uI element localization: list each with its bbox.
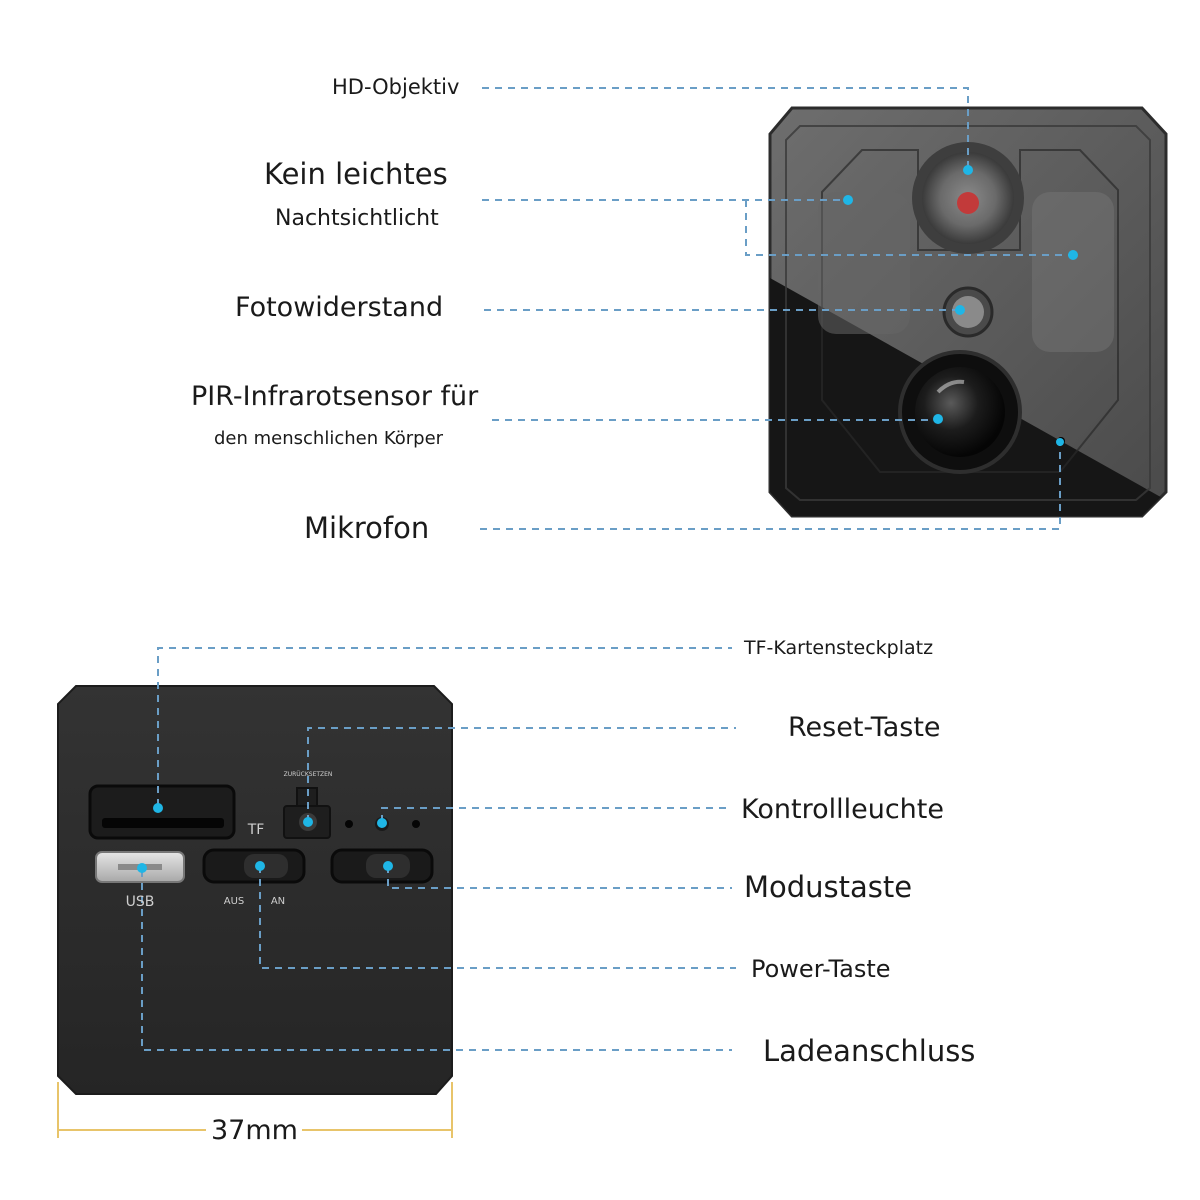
power-switch-knob — [244, 854, 288, 878]
dot-night-light-2 — [1068, 250, 1078, 260]
label-hd-lens: HD-Objektiv — [332, 75, 460, 99]
front-leader-lines — [480, 87, 1073, 530]
label-charging-port: Ladeanschluss — [763, 1034, 976, 1068]
label-tf-slot: TF-Kartensteckplatz — [744, 637, 934, 659]
dot-tf-slot — [153, 803, 163, 813]
dot-power — [255, 861, 265, 871]
dot-mode — [383, 861, 393, 871]
hd-lens-red — [957, 192, 979, 214]
label-pir-line1: PIR-Infrarotsensor für — [191, 381, 479, 412]
label-photoresistor: Fotowiderstand — [235, 292, 444, 323]
leader-indicator — [381, 807, 732, 822]
dot-charging — [137, 863, 147, 873]
back-dots — [137, 803, 393, 873]
leader-hd-lens — [482, 87, 969, 170]
label-indicator-light: Kontrollleuchte — [741, 794, 944, 825]
label-no-light-line2: Nachtsichtlicht — [275, 206, 439, 231]
leader-tf-slot — [157, 647, 732, 806]
back-leader-lines — [141, 647, 736, 1051]
label-no-light-line1: Kein leichtes — [264, 157, 448, 191]
dot-indicator — [377, 818, 387, 828]
right-window — [1032, 192, 1114, 352]
device-reset-text: ZURÜCKSETZEN — [284, 771, 333, 778]
leader-microphone — [480, 442, 1061, 530]
leader-power — [259, 866, 736, 969]
dot-photoresistor — [955, 305, 965, 315]
leader-night-light-2 — [745, 200, 1073, 256]
back-view-camera — [57, 685, 453, 1095]
dimension-label: 37mm — [211, 1115, 298, 1146]
front-view-camera — [768, 106, 1168, 518]
dot-microphone — [1056, 438, 1064, 446]
pir-dome — [915, 367, 1005, 457]
dot-pir — [933, 414, 943, 424]
label-pir-line2: den menschlichen Körper — [214, 428, 444, 449]
front-dots — [843, 165, 1078, 446]
device-usb-text: USB — [126, 894, 155, 910]
leader-charging — [141, 870, 732, 1051]
dimension-marker — [57, 1082, 453, 1138]
indicator-hole-right — [412, 820, 420, 828]
indicator-hole-left — [345, 820, 353, 828]
leader-mode — [387, 866, 732, 889]
device-off-text: AUS — [224, 896, 245, 907]
photoresistor-core — [952, 296, 984, 328]
device-tf-text: TF — [247, 822, 265, 838]
left-window — [818, 192, 910, 334]
dot-night-light-1 — [843, 195, 853, 205]
pir-highlight — [936, 379, 965, 394]
device-on-text: AN — [271, 896, 285, 907]
tf-slot-frame — [88, 784, 236, 840]
dot-reset — [303, 817, 313, 827]
label-microphone: Mikrofon — [304, 511, 430, 545]
front-face-plate — [821, 149, 1119, 473]
tf-slot-opening — [102, 818, 224, 828]
label-mode-button: Modustaste — [744, 870, 913, 904]
dot-hd-lens — [963, 165, 973, 175]
label-power-button: Power-Taste — [751, 955, 891, 983]
back-body — [57, 685, 453, 1095]
leader-reset — [307, 727, 736, 822]
label-reset-button: Reset-Taste — [788, 712, 941, 743]
